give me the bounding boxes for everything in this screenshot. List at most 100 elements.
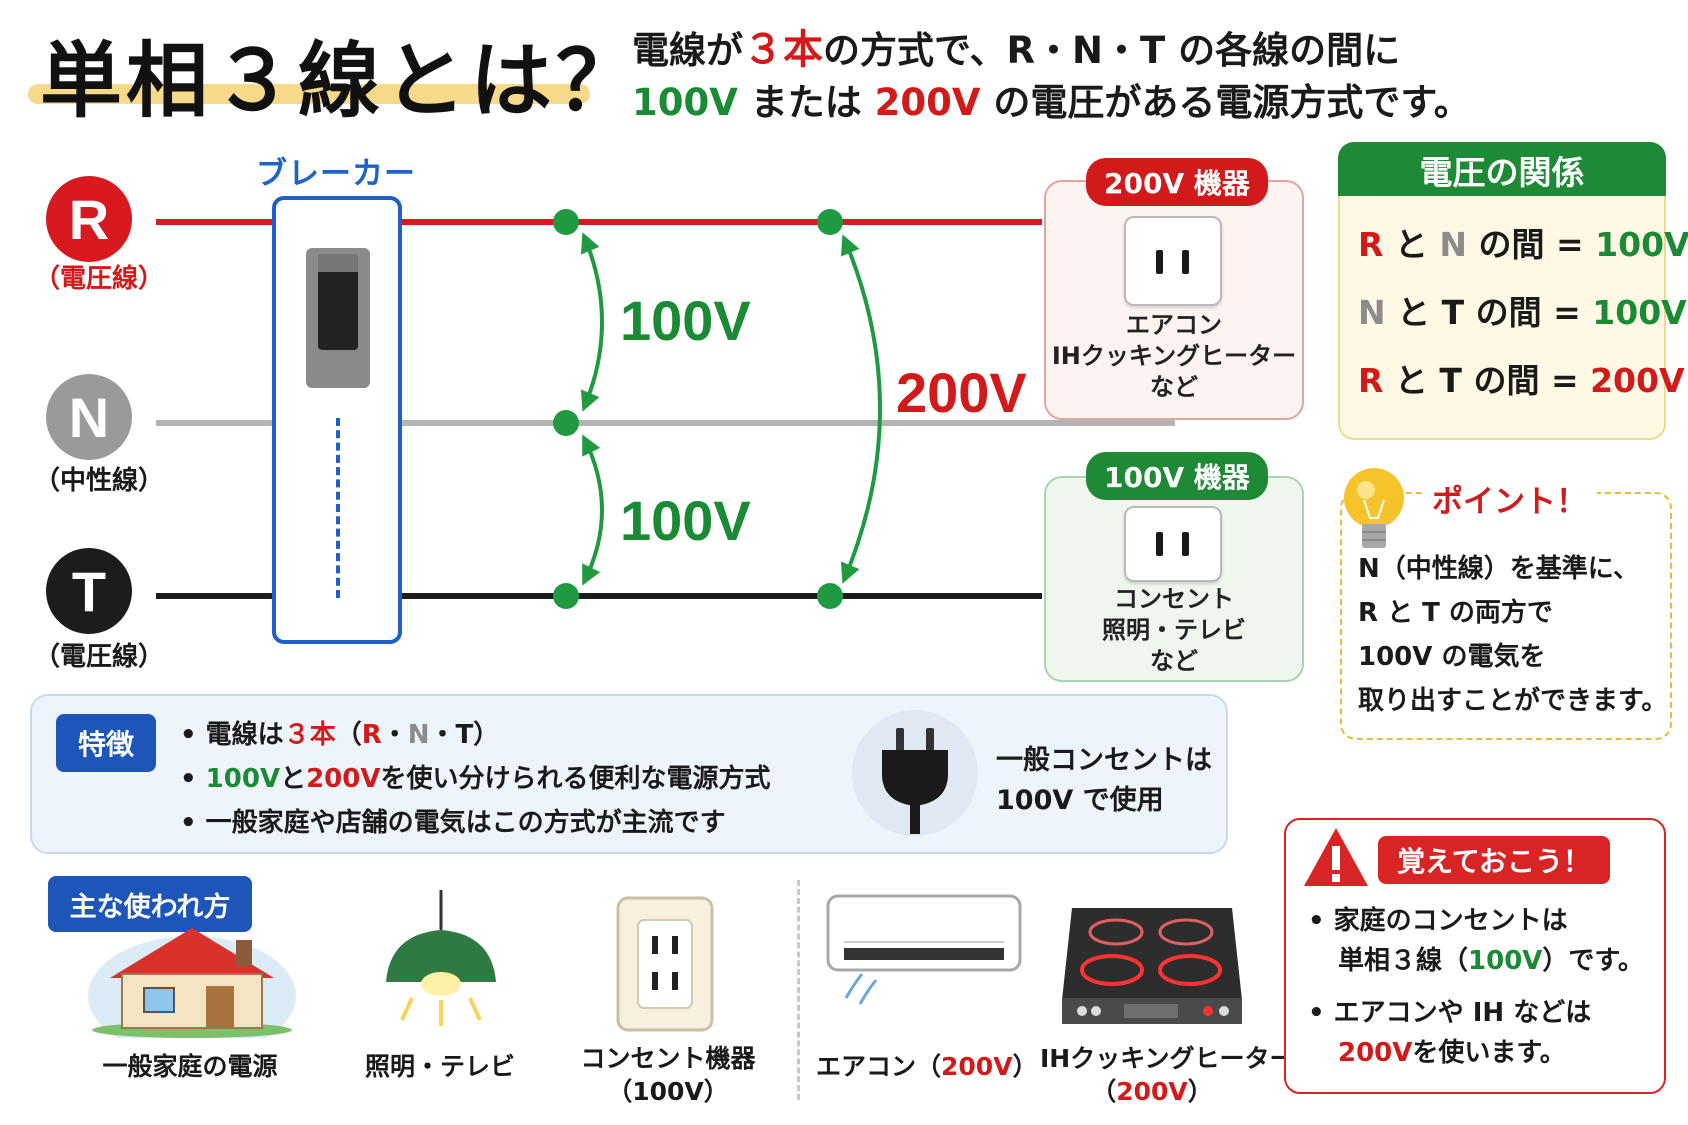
breaker-dash bbox=[336, 418, 340, 598]
feature-text: を使い分けられる便利な電源方式 bbox=[380, 764, 771, 794]
relation-text: と bbox=[1397, 293, 1431, 332]
plug-note: 100V で使用 bbox=[996, 785, 1164, 816]
point-text: 取り出すことができます。 bbox=[1358, 686, 1668, 716]
relation-text: の間 bbox=[1473, 361, 1540, 400]
voltage-label-total: 200V bbox=[896, 361, 1027, 424]
warning-bullet-2: • エアコンや IH などは bbox=[1308, 998, 1592, 1028]
title-highlight bbox=[28, 84, 590, 104]
features-box bbox=[30, 694, 1228, 854]
ih-cooker-icon bbox=[1062, 908, 1242, 1024]
point-wire: N bbox=[1358, 554, 1380, 584]
usage-label-voltage: 200V bbox=[1116, 1077, 1188, 1106]
breaker[interactable] bbox=[272, 196, 402, 644]
voltage-label-upper: 100V bbox=[620, 289, 751, 352]
feature-bullet-3: • 一般家庭や店舗の電気はこの方式が主流です bbox=[180, 808, 726, 838]
usage-divider bbox=[797, 880, 800, 1100]
node-dot bbox=[553, 209, 579, 235]
warning-text: エアコンや IH などは bbox=[1333, 998, 1592, 1028]
outlet-icon bbox=[1124, 216, 1222, 306]
warning-bullet-2-cont: 200Vを使います。 bbox=[1338, 1032, 1566, 1069]
relation-text: の間 bbox=[1478, 225, 1545, 264]
usage-label-part: エアコン（ bbox=[816, 1052, 942, 1081]
feature-text: ） bbox=[473, 720, 500, 750]
arrow-r-t bbox=[840, 234, 882, 584]
warning-text: 家庭のコンセントは bbox=[1333, 906, 1568, 936]
warning-tag: 覚えておこう！ bbox=[1378, 836, 1610, 884]
relation-wire: R bbox=[1358, 361, 1384, 400]
point-text-part: （中性線）を基準に、 bbox=[1379, 554, 1639, 584]
subtitle-text: の方式で、R・N・T の各線の間に bbox=[823, 29, 1401, 72]
usage-label-part: ） bbox=[1012, 1052, 1038, 1081]
relation-wire: T bbox=[1441, 293, 1465, 332]
device-100v-item: など bbox=[1150, 647, 1198, 675]
usage-label-line: IHクッキングヒーター bbox=[1040, 1044, 1295, 1073]
wire-n-badge: N bbox=[46, 374, 132, 460]
feature-text: 電線は bbox=[205, 720, 284, 750]
usage-label-home: 一般家庭の電源 bbox=[102, 1052, 278, 1081]
feature-wire: R bbox=[361, 720, 382, 750]
feature-wire: N bbox=[407, 720, 430, 750]
warning-bullet-1: • 家庭のコンセントは bbox=[1308, 906, 1568, 936]
feature-bullet-2: • 100Vと200Vを使い分けられる便利な電源方式 bbox=[180, 764, 771, 794]
feature-text: と bbox=[280, 764, 307, 794]
node-dot bbox=[817, 583, 843, 609]
usage-label-aircon: エアコン（200V） bbox=[816, 1050, 1038, 1083]
point-title: ポイント！ bbox=[1422, 476, 1597, 521]
arrow-n-t bbox=[582, 434, 604, 586]
warning-text: 単相３線（ bbox=[1338, 946, 1469, 976]
feature-wire: T bbox=[455, 720, 474, 750]
point-box bbox=[1340, 492, 1672, 740]
wire-n-label: （中性線） bbox=[34, 466, 165, 496]
usage-label-voltage: 200V bbox=[941, 1052, 1013, 1081]
subtitle-text: または bbox=[750, 81, 862, 124]
outlet-icon bbox=[1124, 506, 1222, 582]
feature-bullet-1: • 電線は３本（R・N・T） bbox=[180, 720, 500, 750]
subtitle-line-1: 電線が３本の方式で、R・N・T の各線の間に bbox=[632, 24, 1471, 77]
relation-panel: R と N の間 = 100V N と T の間 = 100V R と T の間… bbox=[1338, 196, 1688, 440]
breaker-lever-cap bbox=[318, 254, 358, 272]
relation-wire: T bbox=[1439, 361, 1462, 400]
point-text: R と T の両方で bbox=[1358, 598, 1553, 628]
relation-text: = bbox=[1556, 225, 1584, 264]
house-icon bbox=[88, 928, 296, 1038]
relation-wire: N bbox=[1439, 225, 1468, 264]
plug-icon bbox=[882, 728, 948, 834]
feature-text: ・ bbox=[429, 720, 456, 750]
relation-text: と bbox=[1394, 225, 1428, 264]
warning-bullet-1-cont: 単相３線（100V）です。 bbox=[1338, 940, 1644, 977]
feature-text: （ bbox=[335, 720, 362, 750]
subtitle: 電線が３本の方式で、R・N・T の各線の間に 100V または 200V の電圧… bbox=[632, 24, 1471, 129]
usage-label-line: （200V） bbox=[1040, 1075, 1264, 1108]
relation-voltage: 100V bbox=[1592, 293, 1687, 332]
subtitle-text: 電線が bbox=[632, 29, 743, 72]
voltage-label-lower: 100V bbox=[620, 489, 751, 552]
usage-label-ih: IHクッキングヒーター （200V） bbox=[1040, 1042, 1295, 1108]
relation-wire: N bbox=[1358, 293, 1386, 332]
feature-count: ３本 bbox=[283, 720, 336, 750]
relation-title: 電圧の関係 bbox=[1338, 142, 1666, 198]
device-200v-item: IHクッキングヒーター bbox=[1051, 342, 1297, 370]
relation-text: = bbox=[1550, 361, 1579, 400]
wire-r-label: （電圧線） bbox=[34, 264, 165, 294]
features-tag: 特徴 bbox=[56, 714, 156, 772]
warning-text: ）です。 bbox=[1542, 946, 1644, 976]
page-title: 単相３線とは？ bbox=[40, 34, 643, 129]
lightbulb-icon bbox=[1344, 468, 1404, 548]
feature-text: ・ bbox=[381, 720, 408, 750]
lamp-icon bbox=[386, 890, 496, 1026]
relation-row: N と T の間 = 100V bbox=[1358, 286, 1687, 334]
warning-icon bbox=[1304, 828, 1368, 886]
wire-r-badge: R bbox=[46, 176, 132, 262]
warning-voltage: 200V bbox=[1338, 1038, 1413, 1068]
device-100v-list: コンセント 照明・テレビ など bbox=[1044, 584, 1304, 677]
plug-note: 一般コンセントは bbox=[996, 745, 1212, 776]
wire-t-label: （電圧線） bbox=[34, 642, 165, 672]
device-200v-tag: 200V 機器 bbox=[1086, 158, 1268, 206]
node-dot bbox=[553, 410, 579, 436]
relation-row: R と T の間 = 200V bbox=[1358, 354, 1685, 402]
usage-label-part: （ bbox=[1091, 1077, 1117, 1106]
device-100v-tag: 100V 機器 bbox=[1086, 452, 1268, 500]
subtitle-count: ３本 bbox=[743, 27, 823, 73]
usage-tag: 主な使われ方 bbox=[48, 876, 252, 932]
relation-text: と bbox=[1394, 361, 1428, 400]
